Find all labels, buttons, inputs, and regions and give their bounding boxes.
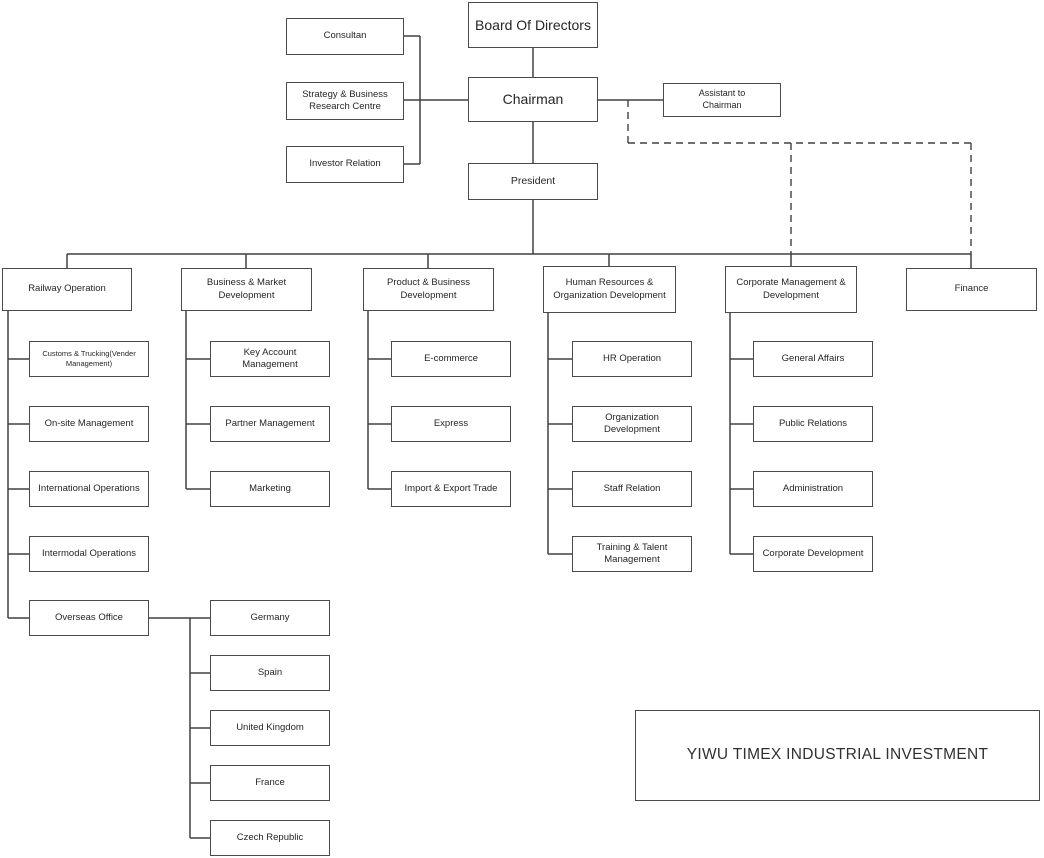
node-germany: Germany <box>210 600 330 636</box>
node-strategy-business-research-centre: Strategy & Business Research Centre <box>286 82 404 120</box>
solid-connectors <box>7 35 972 839</box>
node-label: International Operations <box>38 482 140 494</box>
node-label: E-commerce <box>424 352 478 364</box>
node-human-resources-organization-development: Human Resources & Organization Developme… <box>543 266 676 313</box>
node-international-operations: International Operations <box>29 471 149 507</box>
node-label: Training & Talent Management <box>596 541 668 565</box>
node-label: Intermodal Operations <box>42 547 136 559</box>
node-assistant-to-chairman: Assistant to Chairman <box>663 83 781 117</box>
node-label: Investor Relation <box>309 158 381 170</box>
node-import-export-trade: Import & Export Trade <box>391 471 511 507</box>
node-corporate-development: Corporate Development <box>753 536 873 572</box>
node-consultan: Consultan <box>286 18 404 55</box>
node-label: France <box>255 776 285 788</box>
node-investor-relation: Investor Relation <box>286 146 404 183</box>
node-public-relations: Public Relations <box>753 406 873 442</box>
node-label: Organization Development <box>604 411 660 435</box>
company-title: YIWU TIMEX INDUSTRIAL INVESTMENT <box>686 746 989 764</box>
node-label: Corporate Development <box>762 547 864 559</box>
node-hr-operation: HR Operation <box>572 341 692 377</box>
node-label: On-site Management <box>44 417 134 429</box>
node-label: Customs & Trucking(Vender Management) <box>42 348 136 368</box>
node-label: General Affairs <box>781 352 845 364</box>
node-e-commerce: E-commerce <box>391 341 511 377</box>
node-label: Overseas Office <box>55 611 123 623</box>
node-key-account-management: Key Account Management <box>210 341 330 377</box>
node-france: France <box>210 765 330 801</box>
node-finance: Finance <box>906 268 1037 311</box>
node-railway-operation: Railway Operation <box>2 268 132 311</box>
node-label: Marketing <box>249 482 291 494</box>
node-united-kingdom: United Kingdom <box>210 710 330 746</box>
node-general-affairs: General Affairs <box>753 341 873 377</box>
node-partner-management: Partner Management <box>210 406 330 442</box>
node-label: Product & Business Development <box>387 277 470 301</box>
node-label: Administration <box>782 482 844 494</box>
node-label: United Kingdom <box>236 721 304 733</box>
node-label: Chairman <box>502 91 564 108</box>
node-label: Express <box>433 417 469 429</box>
node-express: Express <box>391 406 511 442</box>
node-czech-republic: Czech Republic <box>210 820 330 856</box>
node-label: Import & Export Trade <box>404 482 498 494</box>
node-label: Railway Operation <box>28 283 106 295</box>
node-label: Key Account Management <box>242 346 298 370</box>
node-label: Corporate Management & Development <box>736 277 846 301</box>
node-product-business-development: Product & Business Development <box>363 268 494 311</box>
company-title-box: YIWU TIMEX INDUSTRIAL INVESTMENT <box>635 710 1040 801</box>
node-marketing: Marketing <box>210 471 330 507</box>
node-label: President <box>510 174 556 187</box>
node-label: Finance <box>954 283 989 295</box>
node-label: Consultan <box>323 30 367 42</box>
node-customs-trucking-vender-management: Customs & Trucking(Vender Management) <box>29 341 149 377</box>
node-label: Strategy & Business Research Centre <box>302 88 388 112</box>
node-label: Assistant to Chairman <box>698 88 746 110</box>
node-label: Human Resources & Organization Developme… <box>553 277 666 301</box>
node-board-of-directors: Board Of Directors <box>468 2 598 48</box>
node-corporate-management-development: Corporate Management & Development <box>725 266 857 313</box>
node-staff-relation: Staff Relation <box>572 471 692 507</box>
node-business-market-development: Business & Market Development <box>181 268 312 311</box>
node-label: Board Of Directors <box>475 16 591 33</box>
dashed-connectors <box>627 100 972 254</box>
node-training-talent-management: Training & Talent Management <box>572 536 692 572</box>
node-label: Czech Republic <box>236 831 304 843</box>
node-on-site-management: On-site Management <box>29 406 149 442</box>
node-administration: Administration <box>753 471 873 507</box>
node-label: HR Operation <box>602 352 662 364</box>
node-president: President <box>468 163 598 200</box>
node-label: Partner Management <box>225 417 315 429</box>
node-label: Public Relations <box>778 417 848 429</box>
node-overseas-office: Overseas Office <box>29 600 149 636</box>
node-intermodal-operations: Intermodal Operations <box>29 536 149 572</box>
node-label: Staff Relation <box>603 482 661 494</box>
node-organization-development: Organization Development <box>572 406 692 442</box>
node-chairman: Chairman <box>468 77 598 122</box>
node-label: Business & Market Development <box>206 277 287 301</box>
node-label: Spain <box>257 666 283 678</box>
node-spain: Spain <box>210 655 330 691</box>
node-label: Germany <box>250 611 290 623</box>
